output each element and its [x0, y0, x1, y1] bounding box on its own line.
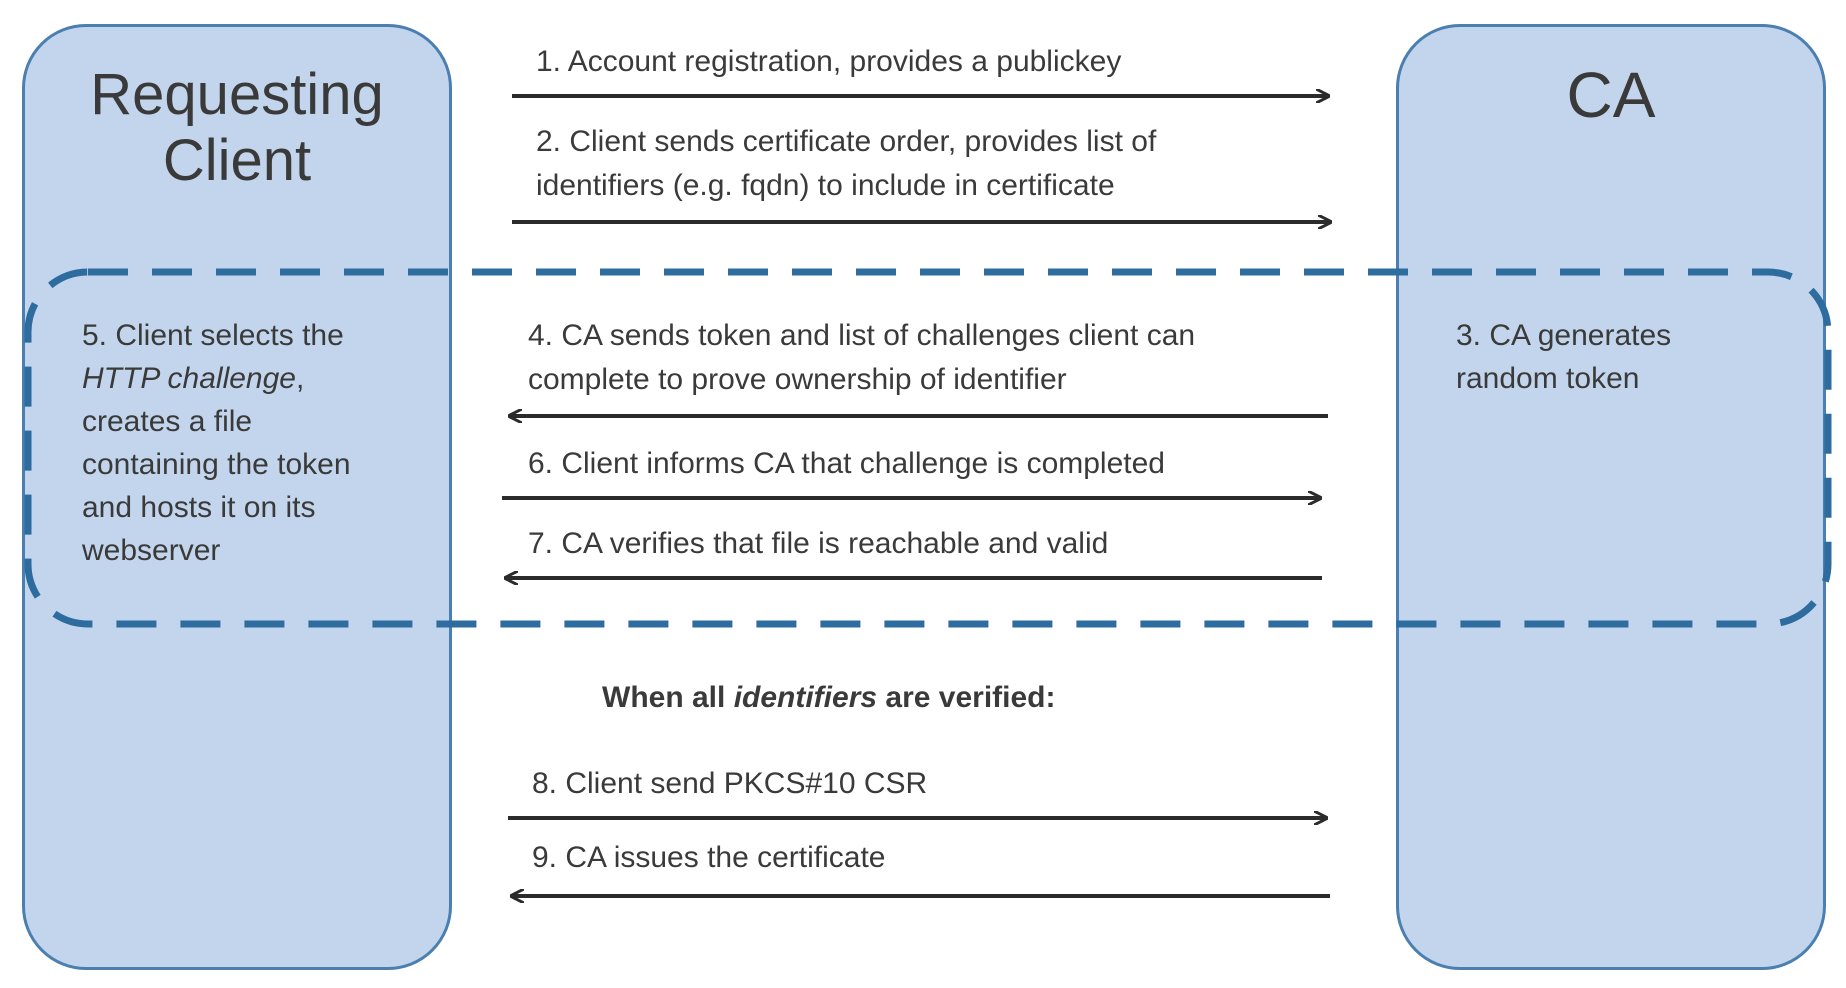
step-5-line-6: webserver: [82, 534, 221, 567]
verified-caption-before: When all: [602, 681, 734, 714]
client-step-5-note: 5. Client selects the HTTP challenge, cr…: [82, 314, 452, 572]
challenge-phase-region: [24, 268, 1832, 628]
step-5-line-4: containing the token: [82, 448, 351, 481]
step-3-line-1: 3. CA generates: [1456, 319, 1672, 352]
verified-caption-after: are verified:: [877, 681, 1056, 714]
message-9-label: 9. CA issues the certificate: [532, 841, 886, 874]
message-1-label: 1. Account registration, provides a publ…: [536, 45, 1122, 78]
verified-caption: When all identifiers are verified:: [602, 676, 1055, 720]
requesting-client-title: Requesting Client: [90, 62, 384, 193]
http-challenge-term: HTTP challenge: [82, 362, 296, 395]
step-5-comma: ,: [295, 362, 305, 395]
message-2-label-line2: identifiers (e.g. fqdn) to include in ce…: [536, 169, 1115, 202]
message-4-label-line1: 4. CA sends token and list of challenges…: [528, 319, 1196, 352]
ca-step-3-note: 3. CA generates random token: [1456, 314, 1776, 400]
step-5-line-1: 5. Client selects the: [82, 319, 344, 352]
ca-title: CA: [1566, 59, 1656, 131]
message-2-label-line1: 2. Client sends certificate order, provi…: [536, 125, 1157, 158]
requesting-client-lane: [22, 24, 452, 970]
step-5-line-5: and hosts it on its: [82, 491, 316, 524]
step-3-line-2: random token: [1456, 362, 1640, 395]
message-8-label: 8. Client send PKCS#10 CSR: [532, 767, 928, 800]
message-6-label: 6. Client informs CA that challenge is c…: [528, 447, 1165, 480]
verified-caption-italic: identifiers: [733, 681, 878, 714]
message-4-label-line2: complete to prove ownership of identifie…: [528, 363, 1067, 396]
ca-lane: [1396, 24, 1826, 970]
step-5-line-3: creates a file: [82, 405, 253, 438]
message-7-label: 7. CA verifies that file is reachable an…: [528, 527, 1109, 560]
step-5-line-2: HTTP challenge,: [82, 357, 452, 400]
